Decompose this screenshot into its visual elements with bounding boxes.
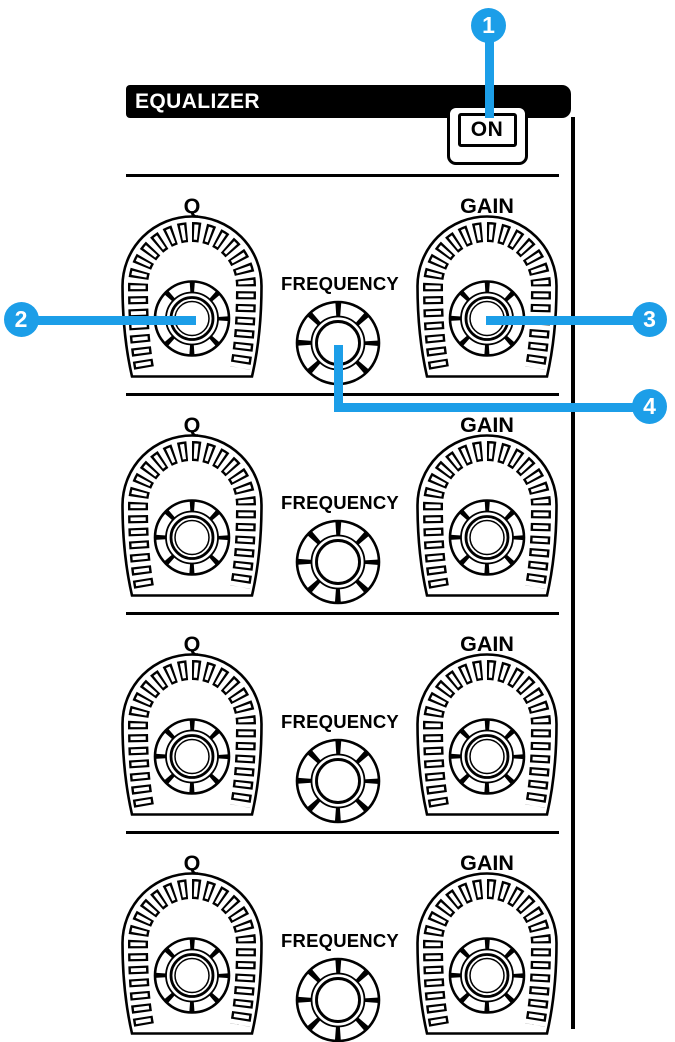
frequency-knob-label: FREQUENCY xyxy=(281,273,399,294)
callout-3-number: 3 xyxy=(643,306,656,332)
eq-band-row-2: Q GAIN FREQUENCY xyxy=(0,393,675,612)
q-knob xyxy=(117,430,267,601)
eq-on-button-cap: ON xyxy=(457,112,517,147)
callout-1-line xyxy=(484,36,494,118)
callout-3-line xyxy=(486,315,650,325)
gain-knob-label: GAIN xyxy=(460,632,514,656)
frequency-knob xyxy=(295,738,381,824)
callout-1-badge: 1 xyxy=(471,8,506,43)
gain-knob-label: GAIN xyxy=(460,413,514,437)
callout-2-number: 2 xyxy=(14,306,28,332)
gain-knob xyxy=(412,868,562,1039)
gain-knob xyxy=(412,649,562,820)
eq-band-row-1: Q GAIN FREQUENCY xyxy=(0,174,675,393)
q-knob-label: Q xyxy=(183,194,201,218)
q-knob xyxy=(117,649,267,820)
eq-on-button-label: ON xyxy=(470,117,504,141)
q-knob-label: Q xyxy=(183,413,201,437)
row-divider xyxy=(126,393,559,396)
frequency-knob-label: FREQUENCY xyxy=(281,711,399,732)
callout-4-number: 4 xyxy=(643,393,656,419)
q-knob xyxy=(117,868,267,1039)
q-knob-label: Q xyxy=(183,851,201,875)
gain-knob-label: GAIN xyxy=(460,194,514,218)
gain-knob xyxy=(412,430,562,601)
gain-knob xyxy=(412,211,562,382)
panel-right-border xyxy=(571,117,575,1029)
eq-band-row-3: Q GAIN FREQUENCY xyxy=(0,612,675,831)
eq-on-button: ON xyxy=(447,105,528,165)
row-divider xyxy=(126,831,559,834)
equalizer-section-bar: EQUALIZER xyxy=(126,85,571,118)
q-knob-label: Q xyxy=(183,632,201,656)
callout-4-badge: 4 xyxy=(632,389,667,424)
row-divider xyxy=(126,174,559,177)
callout-2-badge: 2 xyxy=(3,302,39,337)
callout-3-badge: 3 xyxy=(632,302,667,337)
eq-band-row-4: Q GAIN FREQUENCY xyxy=(0,831,675,1042)
frequency-knob-label: FREQUENCY xyxy=(281,492,399,513)
callout-4-line-horizontal xyxy=(338,402,650,412)
row-divider xyxy=(126,612,559,615)
callout-2-line xyxy=(21,315,196,325)
frequency-knob xyxy=(295,957,381,1042)
frequency-knob xyxy=(295,519,381,605)
frequency-knob-label: FREQUENCY xyxy=(281,930,399,951)
equalizer-section-label: EQUALIZER xyxy=(135,89,260,113)
q-knob xyxy=(117,211,267,382)
gain-knob-label: GAIN xyxy=(460,851,514,875)
callout-1-number: 1 xyxy=(482,12,495,38)
callout-4-line-vertical xyxy=(333,345,343,412)
